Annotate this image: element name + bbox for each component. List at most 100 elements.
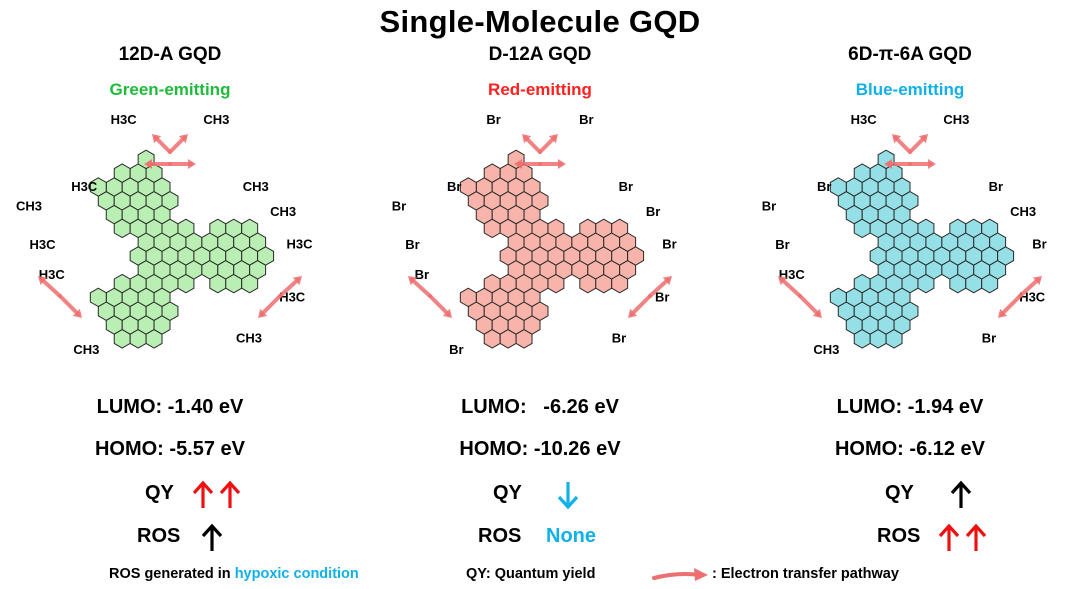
hexagon-ring [829, 287, 847, 308]
substituent-label: Br [612, 331, 626, 346]
substituent-label: H3C [111, 112, 138, 127]
electron-transfer-arrowhead [884, 159, 892, 169]
hexagon-ring [89, 287, 107, 308]
electron-transfer-arrowhead [812, 308, 822, 318]
hexagon-ring [829, 177, 847, 197]
footer-hypoxic-condition: hypoxic condition [234, 566, 359, 582]
ros-label: ROS [478, 525, 522, 547]
substituent-label: Br [405, 237, 419, 252]
electron-transfer-arrowhead [998, 308, 1008, 318]
electron-transfer-arrowhead [558, 159, 566, 169]
electron-transfer-arrow [523, 135, 542, 154]
electron-transfer-arrow [409, 277, 432, 298]
electron-transfer-arrowhead [928, 159, 936, 169]
electron-transfer-arrowhead [548, 134, 558, 144]
lumo-value: LUMO: -6.26 eV [461, 396, 619, 418]
electron-transfer-arrow [629, 294, 652, 317]
lumo-value: LUMO: -1.40 eV [96, 396, 244, 418]
substituent-label: CH3 [270, 204, 296, 219]
substituent-label: Br [762, 199, 776, 214]
electron-transfer-arrow [153, 135, 172, 154]
arrow-up-icon [950, 480, 972, 508]
substituent-label: H3C [29, 237, 56, 252]
electron-transfer-arrowhead [152, 134, 162, 144]
electron-transfer-arrowhead [292, 276, 302, 286]
substituent-label: Br [449, 342, 463, 357]
electron-transfer-arrow [1018, 277, 1041, 298]
substituent-label: CH3 [203, 112, 229, 127]
substituent-label: Br [775, 237, 789, 252]
ros-label: ROS [877, 525, 921, 547]
substituent-label: Br [415, 267, 429, 282]
ros-none-value: None [546, 525, 596, 547]
qy-label: QY [885, 482, 914, 504]
arrow-up-icon [965, 523, 987, 551]
substituent-label: H3C [286, 237, 313, 252]
qy-label: QY [493, 482, 522, 504]
emission-label: Blue-emitting [855, 80, 965, 99]
electron-transfer-arrow [259, 294, 282, 317]
footer-qy-note: QY: Quantum yield [466, 566, 596, 582]
electron-transfer-arrowhead [514, 159, 522, 169]
electron-transfer-arrowhead [258, 308, 268, 318]
arrow-up-icon [219, 480, 241, 508]
substituent-label: CH3 [243, 179, 269, 194]
panel-title: 12D-A GQD [118, 44, 222, 65]
substituent-label: CH3 [16, 199, 42, 214]
hexagon-ring [161, 301, 179, 321]
hexagon-ring [901, 191, 919, 211]
hexagon-ring [89, 177, 107, 197]
electron-transfer-arrow [798, 294, 821, 317]
electron-transfer-arrow [648, 277, 671, 298]
hexagon-ring [257, 246, 275, 266]
qy-label: QY [145, 482, 174, 504]
arrow-up-icon [192, 480, 214, 508]
electron-transfer-arrow [58, 294, 81, 317]
electron-transfer-arrowhead [38, 276, 48, 286]
substituent-label: Br [619, 179, 633, 194]
substituent-label: Br [817, 179, 831, 194]
electron-transfer-arrow [893, 135, 912, 154]
substituent-label: Br [1032, 237, 1046, 252]
electron-transfer-arrowhead [778, 276, 788, 286]
hexagon-ring [459, 177, 477, 197]
electron-transfer-arrowhead [178, 134, 188, 144]
substituent-label: Br [989, 179, 1003, 194]
substituent-label: CH3 [943, 112, 969, 127]
ros-label: ROS [137, 525, 181, 547]
substituent-label: CH3 [236, 331, 262, 346]
graphene-lattice [829, 149, 1015, 349]
electron-transfer-arrowhead [918, 134, 928, 144]
panel-title: D-12A GQD [488, 44, 592, 65]
homo-value: HOMO: -5.57 eV [94, 438, 246, 460]
electron-transfer-arrowhead [72, 308, 82, 318]
electron-transfer-arrow-icon [652, 568, 708, 581]
electron-transfer-arrowhead [144, 159, 152, 169]
homo-value: HOMO: -6.12 eV [834, 438, 986, 460]
footer-ros-note: ROS generated in hypoxic condition [109, 566, 359, 582]
arrow-up-icon [938, 523, 960, 551]
emission-label: Green-emitting [109, 80, 231, 99]
emission-label: Red-emitting [488, 80, 592, 99]
substituent-label: Br [447, 179, 461, 194]
homo-value: HOMO: -10.26 eV [459, 438, 621, 460]
electron-transfer-arrow [999, 294, 1022, 317]
electron-transfer-arrowhead [662, 276, 672, 286]
arrow-up-icon [201, 523, 223, 551]
electron-transfer-arrow [39, 277, 62, 298]
electron-transfer-arrow [278, 277, 301, 298]
substituent-label: Br [392, 199, 406, 214]
figure-title: Single-Molecule GQD [379, 4, 701, 39]
electron-transfer-arrow [428, 294, 451, 317]
electron-transfer-arrow [168, 135, 187, 154]
hexagon-ring [459, 287, 477, 308]
electron-transfer-arrowhead [628, 308, 638, 318]
electron-transfer-arrowhead [892, 134, 902, 144]
footer-legend-note: : Electron transfer pathway [712, 566, 899, 582]
electron-transfer-arrow [538, 135, 557, 154]
